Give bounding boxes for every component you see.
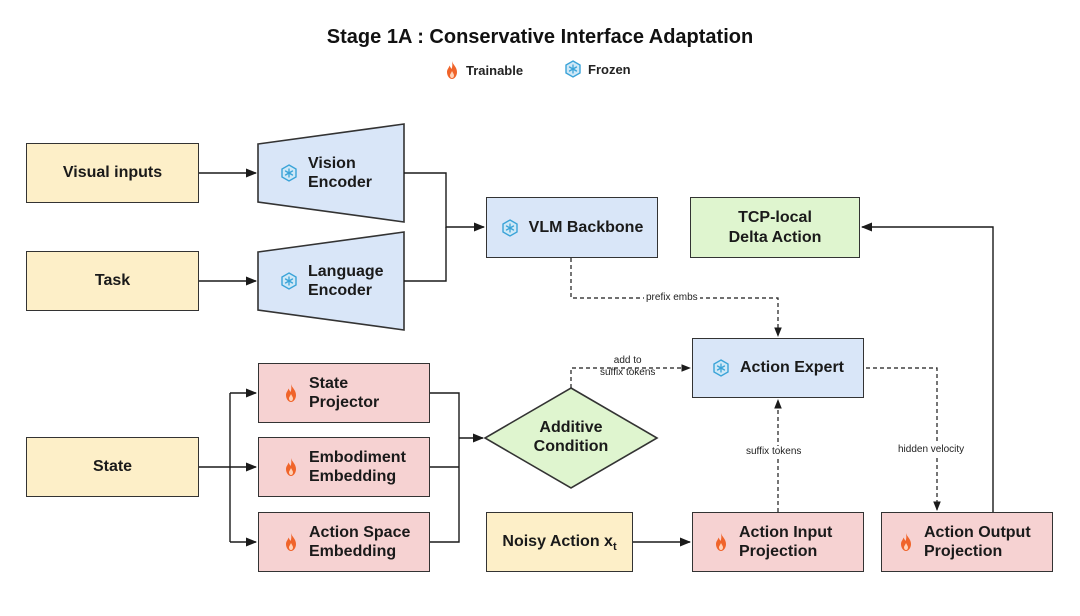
action-expert-node: Action Expert: [692, 338, 864, 398]
edge-outputproj-to-tcp: [860, 222, 994, 512]
flame-icon: [283, 457, 299, 477]
embodiment-embedding-line1: Embodiment: [309, 448, 406, 466]
diagram-title: Stage 1A : Conservative Interface Adapta…: [326, 26, 754, 48]
flame-icon: [283, 383, 299, 403]
language-encoder-line1: Language: [308, 263, 384, 280]
task-label: Task: [94, 272, 131, 290]
action-output-projection-line1: Action Output: [924, 523, 1031, 541]
legend-trainable-label: Trainable: [466, 62, 524, 78]
state-projector-line1: State: [309, 374, 349, 392]
legend-trainable: Trainable: [444, 60, 523, 80]
action-input-projection-line1: Action Input: [739, 523, 833, 541]
snowflake-icon: [712, 359, 730, 377]
legend-frozen-label: Frozen: [588, 61, 631, 77]
tcp-delta-line1: TCP-local: [738, 209, 812, 227]
noisy-action-node: Noisy Action xt: [486, 512, 633, 572]
action-input-projection-line2: Projection: [739, 543, 818, 560]
state-label: State: [92, 458, 133, 476]
snowflake-icon: [501, 218, 519, 237]
additive-condition-line1: Additive: [539, 419, 603, 436]
language-encoder-shape: [257, 231, 405, 331]
edge-label-suffix-tokens: suffix tokens: [744, 446, 804, 458]
tcp-delta-line2: Delta Action: [728, 228, 822, 246]
task-node: Task: [26, 251, 199, 311]
flame-icon: [898, 532, 914, 552]
noisy-action-label: Noisy Action x: [502, 533, 613, 551]
snowflake-icon: [280, 272, 298, 290]
noisy-action-subscript: t: [612, 541, 617, 554]
action-expert-label: Action Expert: [739, 359, 844, 377]
state-projector-line2: Projector: [309, 394, 380, 411]
legend-frozen: Frozen: [564, 60, 631, 78]
edge-vision-to-vlm: [404, 172, 486, 232]
edge-additive-to-expert: [570, 364, 691, 388]
action-space-embedding-line2: Embedding: [309, 543, 397, 560]
edge-label-add-to-line1: add to: [613, 355, 642, 366]
vision-encoder-line2: Encoder: [308, 174, 373, 192]
additive-condition-line2: Condition: [533, 438, 609, 456]
vision-encoder-shape: [257, 123, 405, 223]
visual-inputs-label: Visual inputs: [62, 164, 163, 182]
flame-icon: [283, 532, 299, 552]
vlm-backbone-label: VLM Backbone: [528, 218, 644, 236]
edge-expert-to-outputproj: [866, 367, 941, 511]
flame-icon: [713, 532, 729, 552]
flame-icon: [444, 60, 460, 80]
state-node: State: [26, 437, 199, 497]
edge-label-add-to-line2: suffix tokens: [600, 366, 656, 378]
edge-language-to-vlm: [404, 227, 447, 282]
visual-inputs-node: Visual inputs: [26, 143, 199, 203]
edge-label-add-to: add to suffix tokens: [598, 355, 657, 378]
language-encoder-line2: Encoder: [308, 282, 373, 300]
snowflake-icon: [280, 164, 298, 182]
vision-encoder-line1: Vision: [308, 155, 356, 172]
edge-label-hidden-velocity: hidden velocity: [896, 444, 967, 456]
vlm-backbone-node: VLM Backbone: [486, 197, 658, 258]
embodiment-embedding-line2: Embedding: [309, 468, 397, 485]
edge-label-prefix-embs: prefix embs: [644, 292, 700, 304]
action-space-embedding-line1: Action Space: [309, 523, 411, 541]
snowflake-icon: [564, 60, 582, 78]
action-output-projection-line2: Projection: [924, 543, 1003, 560]
additive-condition-shape: [483, 387, 659, 489]
